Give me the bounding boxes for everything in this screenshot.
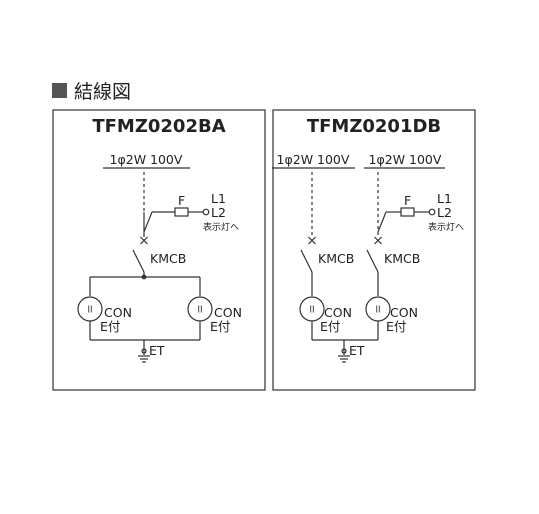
supply-label-2: 1φ2W 100V xyxy=(369,152,442,167)
l1-label: L1 xyxy=(437,191,452,206)
breaker-label-2: KMCB xyxy=(384,251,420,266)
breaker1-switch-blade xyxy=(300,249,313,273)
breaker2-x-mark-2 xyxy=(374,236,382,245)
l2-terminal xyxy=(202,208,210,216)
breaker-x-mark-2 xyxy=(140,236,148,245)
outlet-symbol-2: ll xyxy=(197,306,202,316)
model-title: TFMZ0201DB xyxy=(307,116,441,137)
breaker1-x-mark-2 xyxy=(308,236,316,245)
fuse-box xyxy=(400,207,415,217)
section-title: 結線図 xyxy=(74,80,132,103)
breaker-switch-blade xyxy=(132,249,145,273)
outlet-label-2a: CON xyxy=(214,305,242,320)
ground-terminal xyxy=(141,348,147,354)
outlet-symbol-2: ll xyxy=(375,306,380,316)
outlet-label-1b: E付 xyxy=(100,319,120,334)
l2-label: L2 xyxy=(437,205,452,220)
outlet-label-2a: CON xyxy=(390,305,418,320)
outlet-label-1b: E付 xyxy=(320,319,340,334)
ground-label: ET xyxy=(349,343,365,358)
indicator-note: 表示灯へ xyxy=(203,221,239,233)
supply-label-1: 1φ2W 100V xyxy=(277,152,350,167)
panel-frame xyxy=(272,109,476,391)
fuse-label: F xyxy=(404,193,411,208)
l2-terminal xyxy=(428,208,436,216)
breaker-label: KMCB xyxy=(150,251,186,266)
panel-tfmz0202ba xyxy=(52,109,266,391)
outlet-label-2b: E付 xyxy=(386,319,406,334)
ground-terminal xyxy=(341,348,347,354)
l1-label: L1 xyxy=(211,191,226,206)
outlet-label-2b: E付 xyxy=(210,319,230,334)
indicator-note: 表示灯へ xyxy=(428,221,464,233)
outlet-symbol-1: ll xyxy=(87,306,92,316)
ground-label: ET xyxy=(149,343,165,358)
panel-tfmz0201db xyxy=(272,109,476,391)
model-title: TFMZ0202BA xyxy=(92,116,225,137)
l2-label: L2 xyxy=(211,205,226,220)
supply-label: 1φ2W 100V xyxy=(110,152,183,167)
indicator-branch-line xyxy=(143,211,153,233)
outlet-label-1a: CON xyxy=(324,305,352,320)
section-header: 結線図 xyxy=(52,78,132,103)
fuse-box xyxy=(174,207,189,217)
breaker2-switch-blade xyxy=(366,249,379,273)
outlet-label-1a: CON xyxy=(104,305,132,320)
outlet-symbol-1: ll xyxy=(309,306,314,316)
fuse-label: F xyxy=(178,193,185,208)
breaker-label-1: KMCB xyxy=(318,251,354,266)
header-square-icon xyxy=(52,82,67,98)
indicator-branch-line xyxy=(377,211,387,233)
panel-frame xyxy=(52,109,266,391)
